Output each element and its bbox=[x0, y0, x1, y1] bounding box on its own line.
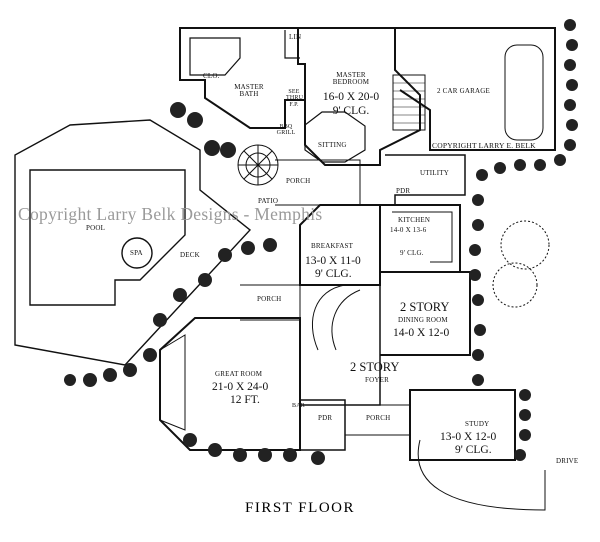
garage-label: 2 CAR GARAGE bbox=[437, 87, 490, 95]
spa-label: SPA bbox=[130, 249, 143, 257]
closet-label: CLO. bbox=[203, 72, 220, 80]
foyer-wall bbox=[300, 284, 381, 406]
landscape-shrubs bbox=[64, 19, 578, 465]
copyright-note: COPYRIGHT LARRY E. BELK bbox=[432, 141, 536, 150]
master-bath-inner-wall bbox=[189, 37, 241, 76]
side-porch-outline bbox=[240, 284, 301, 321]
kitchen-counter bbox=[392, 211, 453, 263]
study-wall bbox=[409, 389, 516, 461]
drive-label: DRIVE bbox=[556, 457, 579, 465]
breakfast-wall bbox=[299, 204, 381, 286]
garage-wall bbox=[395, 27, 556, 151]
great-room-bay bbox=[159, 334, 186, 431]
foyer-story-label: 2 STORY bbox=[350, 360, 400, 374]
lin-wall bbox=[284, 30, 300, 59]
dining-room-wall bbox=[380, 271, 471, 356]
floor-title: FIRST FLOOR bbox=[244, 500, 355, 516]
great-room-name: GREAT ROOM bbox=[215, 370, 263, 378]
kitchen-name: KITCHEN bbox=[398, 216, 431, 224]
curved-stair bbox=[311, 284, 361, 351]
master-bedroom-ceiling: 9' CLG. bbox=[332, 105, 370, 117]
front-porch-label: PORCH bbox=[366, 414, 391, 422]
bbq-grill-label: BBQ GRILL bbox=[276, 124, 296, 137]
utility-label: UTILITY bbox=[420, 169, 450, 177]
great-room-ceiling: 12 FT. bbox=[230, 394, 260, 406]
driveway-outline bbox=[417, 439, 546, 511]
car-outline bbox=[504, 44, 544, 141]
study-ceiling: 9' CLG. bbox=[455, 444, 492, 456]
master-bedroom-wall bbox=[298, 27, 421, 166]
rear-porch-outline bbox=[275, 159, 361, 206]
sitting-label: SITTING bbox=[318, 141, 347, 149]
kitchen-size: 14-0 X 13-6 bbox=[390, 226, 427, 234]
breakfast-ceiling: 9' CLG. bbox=[315, 268, 352, 280]
rear-stair bbox=[392, 74, 426, 131]
spa-circle bbox=[121, 237, 153, 269]
patio-table bbox=[237, 144, 279, 186]
utility-wall bbox=[380, 154, 466, 206]
landscape-trees bbox=[492, 220, 550, 308]
master-bedroom-size: 16-0 X 20-0 bbox=[322, 91, 380, 103]
rear-porch-label: PORCH bbox=[286, 177, 311, 185]
bar-label: BAR bbox=[292, 403, 305, 409]
pdr-top-label: PDR bbox=[396, 187, 411, 195]
master-bedroom-name: MASTER BEDROOM bbox=[332, 71, 370, 87]
foyer-name: FOYER bbox=[365, 376, 389, 384]
patio-label: PATIO bbox=[258, 197, 279, 205]
dining-room-name: DINING ROOM bbox=[398, 316, 448, 324]
pool-deck-outline bbox=[14, 119, 252, 366]
side-porch-label: PORCH bbox=[257, 295, 282, 303]
master-bath-label: MASTER BATH bbox=[234, 83, 264, 99]
sitting-bay bbox=[304, 111, 366, 163]
breakfast-size: 13-0 X 11-0 bbox=[305, 255, 361, 267]
dining-story-label: 2 STORY bbox=[400, 300, 450, 314]
breakfast-name: BREAKFAST bbox=[311, 242, 354, 250]
dining-room-size: 14-0 X 12-0 bbox=[393, 327, 450, 339]
study-size: 13-0 X 12-0 bbox=[440, 431, 497, 443]
pdr-bottom-label: PDR bbox=[318, 414, 333, 422]
pool-label: POOL bbox=[86, 224, 106, 232]
copyright-watermark: Copyright Larry Belk Designs - Memphis bbox=[18, 204, 323, 224]
deck-label: DECK bbox=[180, 251, 200, 259]
pdr-bottom-wall bbox=[300, 399, 346, 451]
lin-label: LIN bbox=[289, 33, 302, 41]
great-room-size: 21-0 X 24-0 bbox=[212, 381, 269, 393]
study-name: STUDY bbox=[465, 420, 490, 428]
kitchen-ceiling: 9' CLG. bbox=[400, 249, 424, 257]
see-thru-fp-label: SEE THRU F.P. bbox=[286, 89, 304, 108]
pool-outline bbox=[29, 169, 186, 306]
